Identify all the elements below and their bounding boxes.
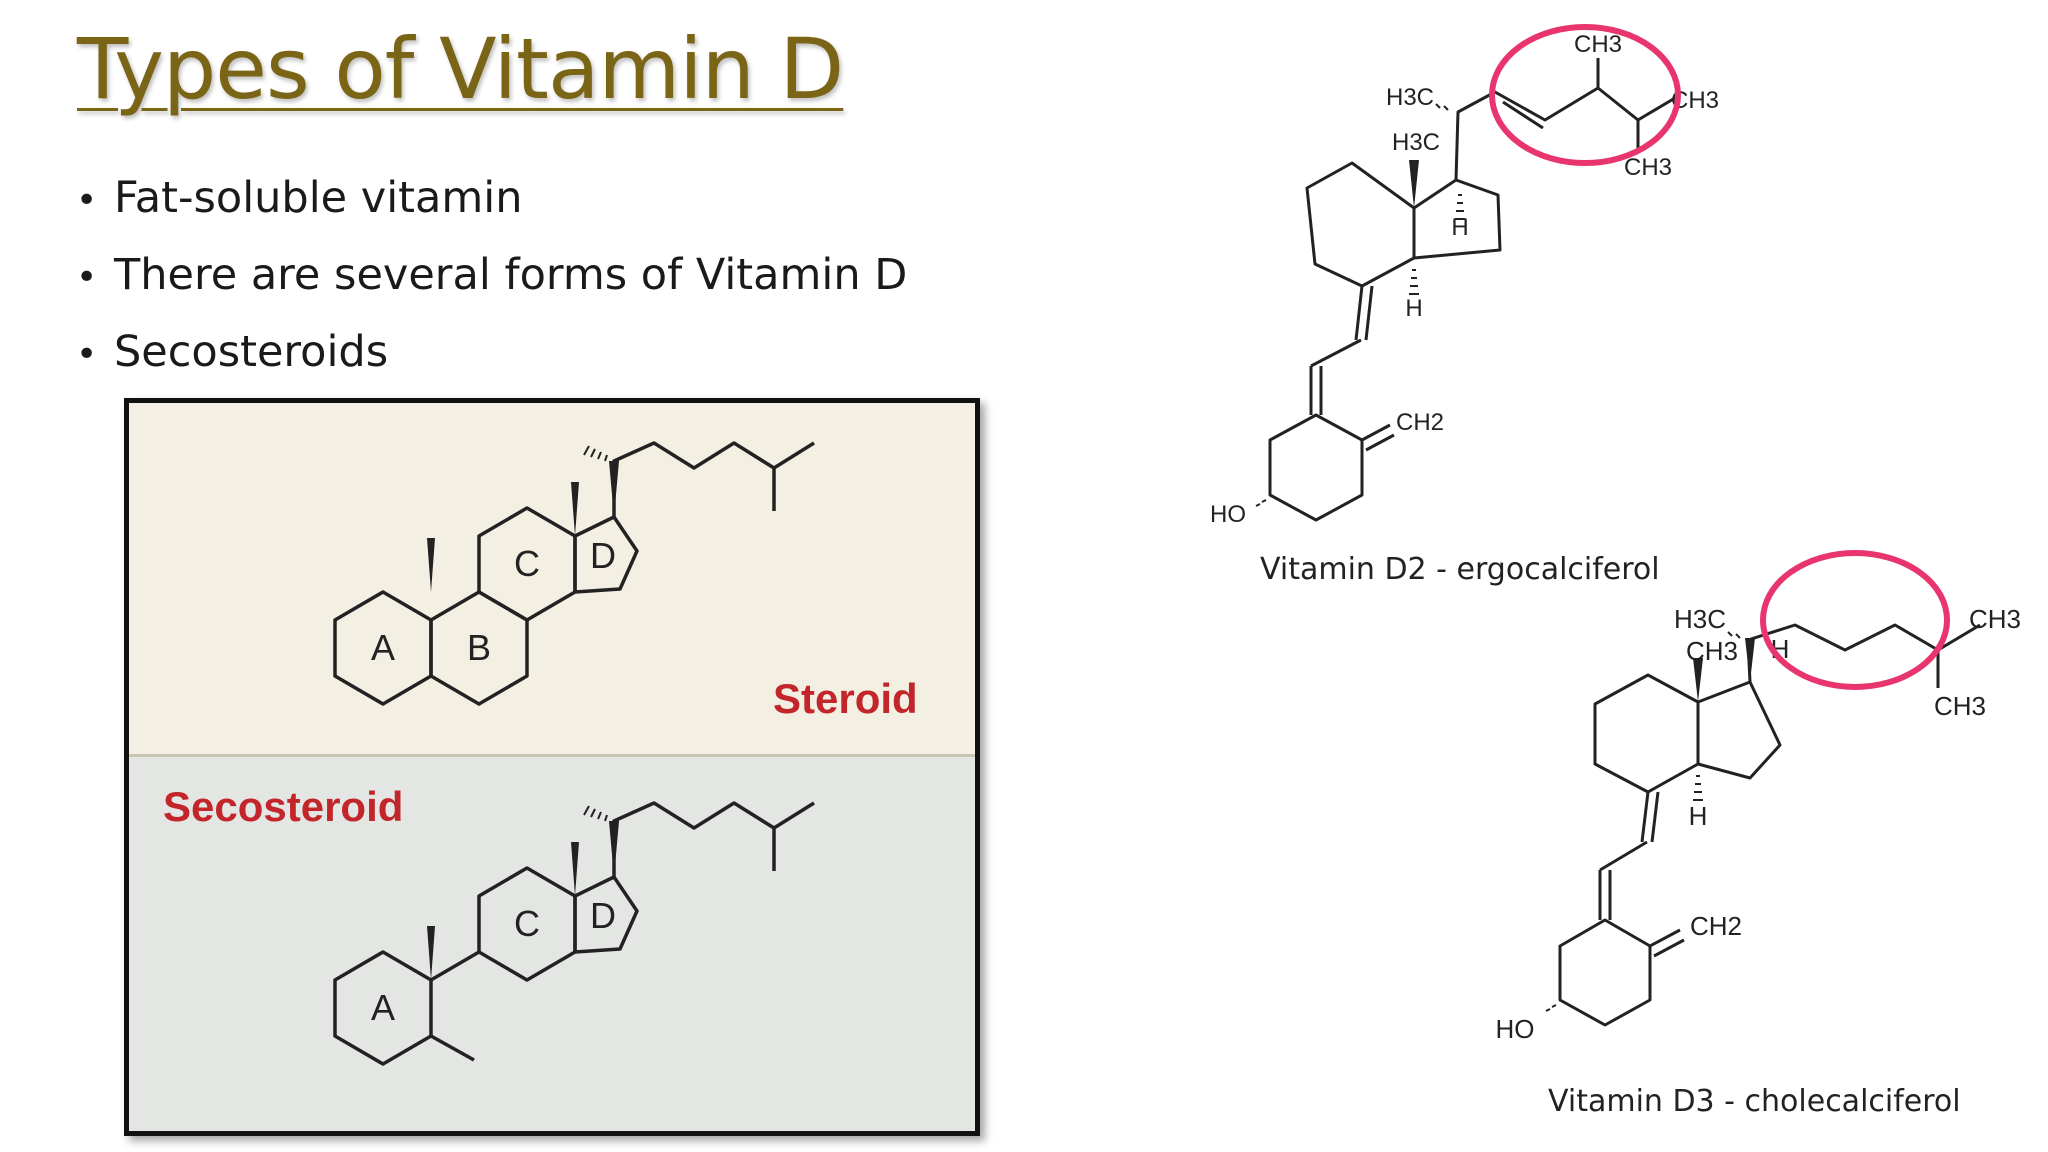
bullet-list: • Fat-soluble vitamin • There are several … (76, 170, 907, 401)
d3-ch3-lower: CH3 (1934, 691, 1986, 721)
bullet-text: Secosteroids (114, 327, 389, 377)
vitamin-d3-structure: H3C CH3 H CH3 CH3 H CH2 HO (1496, 604, 2022, 1044)
ring-c-label: C (514, 543, 540, 584)
d3-h3c-left: H3C (1674, 604, 1726, 634)
bullet-dot-icon: • (76, 334, 98, 375)
stereo-bonds (1255, 66, 1599, 507)
ring-d-shape (573, 875, 639, 954)
d3-ch3-ring: CH3 (1686, 636, 1738, 666)
bullet-dot-icon: • (76, 257, 98, 298)
d2-ho: HO (1210, 501, 1246, 528)
ring-a-label: A (371, 987, 395, 1028)
bullet-item: • Secosteroids (76, 324, 907, 401)
steroid-label: Steroid (773, 675, 918, 722)
ring-b-label: B (467, 627, 491, 668)
side-chain (612, 441, 815, 517)
wedge-bonds (427, 805, 619, 980)
steroid-section (129, 403, 975, 755)
d2-h-upper: H (1451, 214, 1468, 241)
ring-a-label: A (371, 627, 395, 668)
d3-ho: HO (1496, 1014, 1535, 1044)
steroid-structure-diagram: A B C D (333, 441, 815, 706)
d3-highlight-circle (1760, 550, 1950, 690)
panel-divider (129, 754, 975, 757)
ring-c-label: C (514, 903, 540, 944)
d2-ch3-top: CH3 (1574, 31, 1622, 58)
secosteroid-section (129, 757, 975, 1131)
d2-h3c-left: H3C (1386, 84, 1434, 111)
d3-ch2: CH2 (1690, 911, 1742, 941)
stereo-bonds (1545, 631, 1741, 1012)
d3-ch3-right: CH3 (1969, 604, 2021, 634)
secosteroid-label: Secosteroid (163, 783, 404, 830)
ring-d-shape (573, 515, 639, 594)
vitamin-d2-structure: CH3 H3C CH3 CH3 H3C H H CH2 HO (1210, 31, 1719, 528)
bullet-item: • Fat-soluble vitamin (76, 170, 907, 247)
steroid-comparison-panel: Steroid Secosteroid (124, 398, 980, 1136)
d3-h-ring: H (1689, 801, 1708, 831)
secosteroid-structure-diagram: A C D (333, 801, 815, 1066)
d2-h-lower: H (1405, 295, 1422, 322)
d2-ch3-lower: CH3 (1624, 154, 1672, 181)
d2-highlight-circle (1489, 24, 1681, 166)
ring-d-label: D (590, 895, 616, 936)
bullet-text: Fat-soluble vitamin (114, 173, 523, 223)
vitamin-d2-caption: Vitamin D2 - ergocalciferol (1260, 552, 1660, 587)
side-chain (612, 801, 815, 877)
d2-ch2: CH2 (1396, 409, 1444, 436)
ring-d-label: D (590, 535, 616, 576)
bullet-item: • There are several forms of Vitamin D (76, 247, 907, 324)
bullet-text: There are several forms of Vitamin D (114, 250, 908, 300)
slide-title: Types of Vitamin D (77, 20, 844, 118)
vitamin-d3-caption: Vitamin D3 - cholecalciferol (1548, 1084, 1961, 1119)
bullet-dot-icon: • (76, 180, 98, 221)
d2-h3c-ring: H3C (1392, 129, 1440, 156)
wedge-bonds (427, 445, 619, 592)
